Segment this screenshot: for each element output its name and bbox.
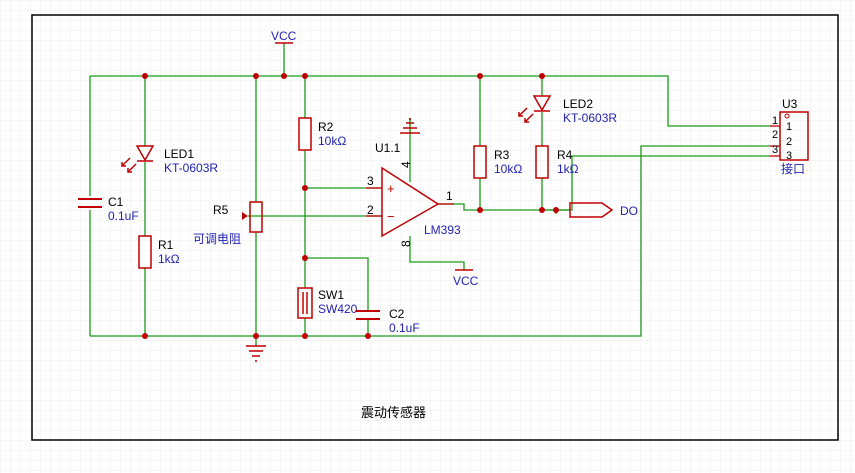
junctions	[142, 73, 559, 339]
do-net-label: DO	[620, 204, 638, 218]
c2-value: 0.1uF	[389, 321, 420, 335]
capacitor-c2[interactable]	[356, 310, 380, 320]
u1-pin1: 1	[446, 189, 453, 203]
r3-value: 10kΩ	[494, 162, 522, 176]
comparator-u1[interactable]	[366, 166, 454, 238]
connector-u3[interactable]	[770, 111, 809, 161]
u3-pin-number-2: 2	[772, 129, 778, 141]
sw1-value: SW420	[318, 302, 358, 316]
r5-ref: R5	[213, 203, 229, 217]
sw1-ref: SW1	[318, 288, 344, 302]
led2-value: KT-0603R	[563, 111, 617, 125]
resistor-r2[interactable]	[298, 117, 312, 151]
led1-value: KT-0603R	[164, 161, 218, 175]
u1-pin8: 8	[399, 240, 413, 247]
u3-pin-3: 3	[786, 150, 792, 162]
u1-pin3: 3	[367, 174, 374, 188]
potentiometer-r5[interactable]	[242, 201, 263, 233]
ground-symbol-top	[400, 118, 420, 134]
r4-ref: R4	[557, 148, 573, 162]
r4-value: 1kΩ	[557, 162, 579, 176]
c2-ref: C2	[389, 307, 405, 321]
c1-value: 0.1uF	[108, 209, 139, 223]
ground-symbol-bottom	[246, 345, 266, 362]
led1-ref: LED1	[164, 147, 194, 161]
resistor-r4[interactable]	[535, 145, 549, 179]
u3-ref: U3	[782, 97, 798, 111]
u1-pin2: 2	[367, 203, 374, 217]
vcc-top-label: VCC	[271, 29, 297, 43]
capacitor-c1[interactable]	[78, 198, 102, 208]
u3-pin-number-3: 3	[772, 144, 778, 156]
u3-value: 接口	[781, 161, 805, 176]
sheet-title: 震动传感器	[361, 405, 426, 420]
u3-pin-2: 2	[786, 136, 792, 148]
led2-ref: LED2	[563, 97, 593, 111]
u1-value: LM393	[424, 223, 461, 237]
led2-diode[interactable]	[518, 95, 552, 123]
resistor-r1[interactable]	[138, 235, 152, 269]
r2-ref: R2	[318, 120, 334, 134]
resistor-r3[interactable]	[473, 145, 487, 179]
u1-ref: U1.1	[375, 141, 401, 155]
r1-ref: R1	[158, 238, 174, 252]
do-net-flag[interactable]	[569, 202, 614, 218]
u3-pin-1: 1	[786, 121, 792, 133]
u1-plus-sign: +	[387, 181, 395, 196]
vcc-bottom-label: VCC	[453, 274, 479, 288]
u3-pin-number-1: 1	[772, 115, 778, 127]
r5-value: 可调电阻	[193, 232, 241, 246]
c1-ref: C1	[108, 195, 124, 209]
r1-value: 1kΩ	[158, 252, 180, 266]
switch-sw1[interactable]	[297, 287, 313, 319]
u1-minus-sign: −	[387, 209, 395, 224]
r3-ref: R3	[494, 148, 510, 162]
sheet-border	[31, 14, 839, 441]
vcc-top-symbol: VCC	[271, 29, 297, 44]
u1-pin4: 4	[399, 161, 413, 168]
r2-value: 10kΩ	[318, 134, 346, 148]
led1-diode[interactable]	[121, 145, 155, 173]
vcc-bottom-symbol: VCC	[453, 269, 479, 288]
